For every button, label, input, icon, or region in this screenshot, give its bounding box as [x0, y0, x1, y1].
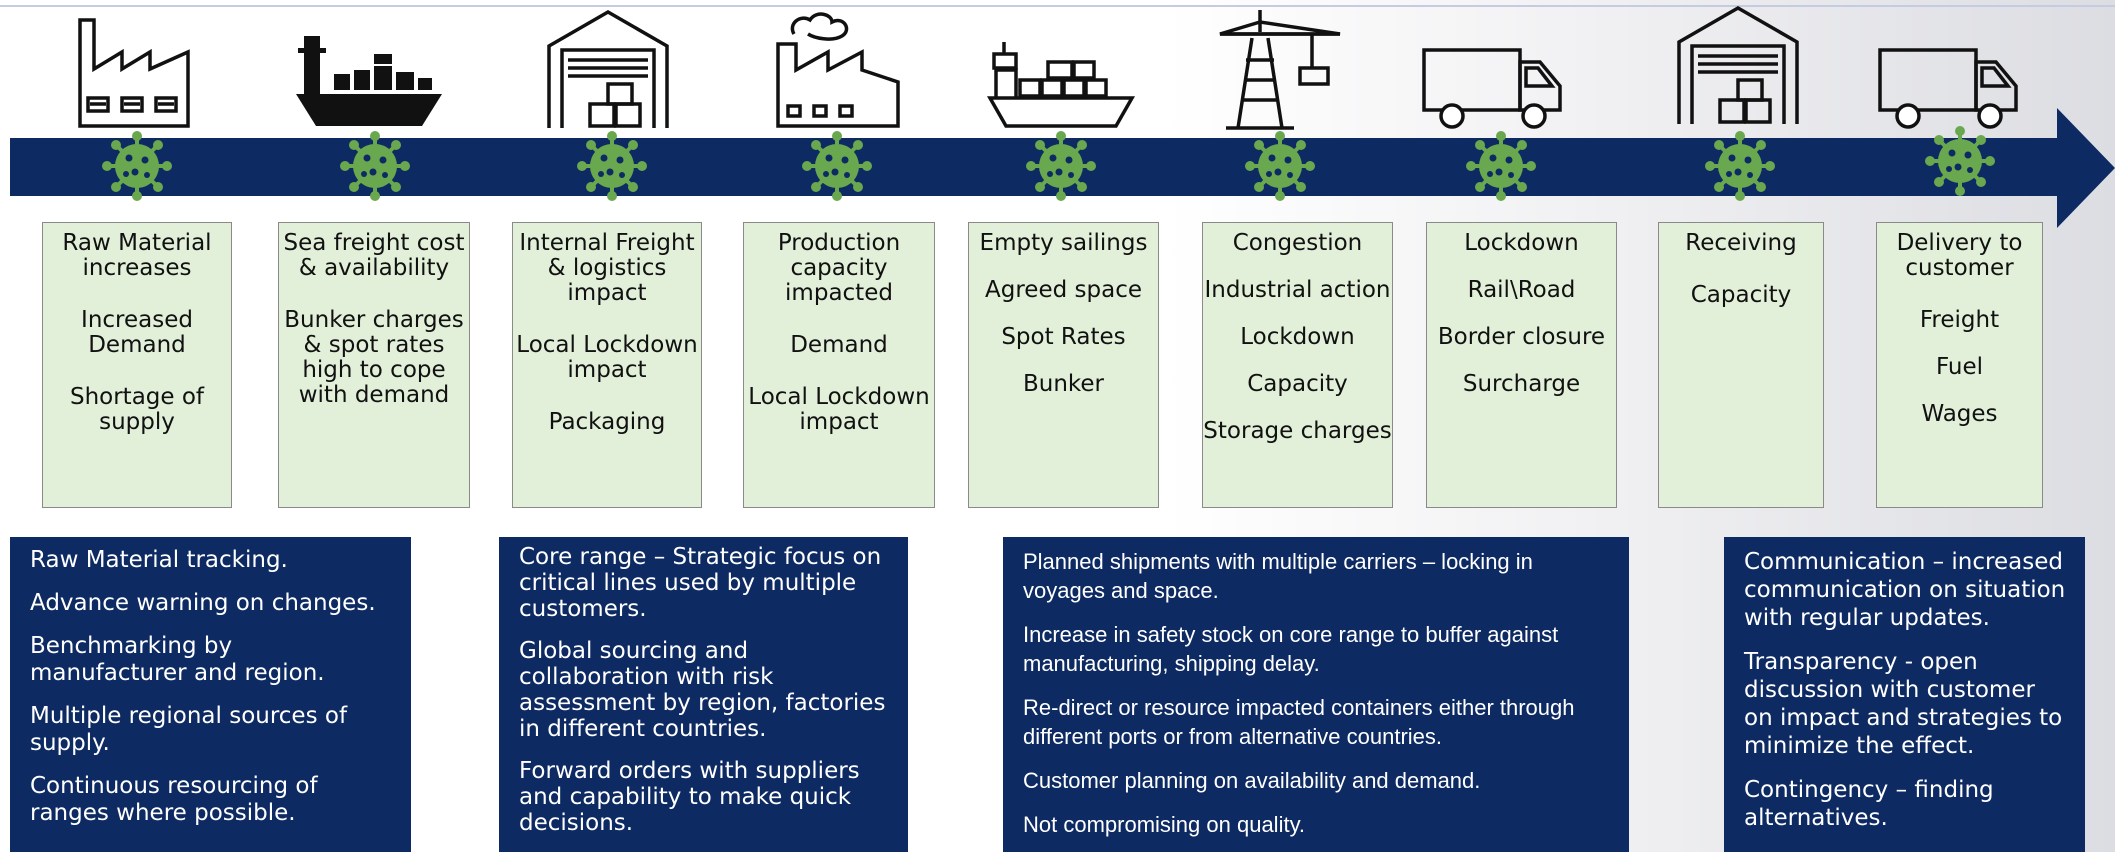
- virus-icon: [1925, 126, 1995, 196]
- stage-text: Fuel: [1935, 354, 1984, 380]
- stage-text: Bunker: [1022, 371, 1105, 397]
- action-text: Multiple regional sources of supply.: [30, 703, 348, 756]
- virus-icon: [802, 131, 872, 201]
- stage-text: Increased Demand: [81, 307, 193, 358]
- action-box-communication: Communication – increased communication …: [1724, 537, 2085, 852]
- stage-text: Delivery to customer: [1896, 230, 2023, 281]
- top-divider-line: [0, 5, 2115, 7]
- action-text: Benchmarking by manufacturer and region.: [30, 633, 325, 686]
- virus-icon: [577, 131, 647, 201]
- stage-box-empty-sailings: Empty sailings Agreed space Spot Rates B…: [968, 222, 1159, 508]
- stage-text: Border closure: [1437, 324, 1606, 350]
- stage-text: Local Lockdown impact: [748, 384, 930, 435]
- action-text: Global sourcing and collaboration with r…: [519, 638, 886, 742]
- stage-text: Rail\Road: [1467, 277, 1576, 303]
- truck-icon: [1422, 46, 1564, 130]
- stage-text: Packaging: [548, 409, 666, 435]
- action-box-core-range: Core range – Strategic focus on critical…: [499, 537, 908, 852]
- action-text: Forward orders with suppliers and capabi…: [519, 758, 860, 836]
- action-text: Not compromising on quality.: [1023, 812, 1306, 837]
- stage-text: Industrial action: [1204, 277, 1391, 303]
- action-text: Contingency – finding alternatives.: [1744, 777, 1994, 831]
- stage-text: Agreed space: [985, 277, 1142, 303]
- action-text: Re-direct or resource impacted container…: [1023, 695, 1575, 749]
- virus-icon: [1026, 131, 1096, 201]
- cargo-ship-icon: [294, 30, 444, 130]
- stage-box-sea-freight: Sea freight cost & availability Bunker c…: [278, 222, 470, 508]
- stage-box-congestion: Congestion Industrial action Lockdown Ca…: [1202, 222, 1393, 508]
- virus-icon: [1245, 131, 1315, 201]
- stage-box-delivery: Delivery to customer Freight Fuel Wages: [1876, 222, 2043, 508]
- stage-text: Sea freight cost & availability: [283, 230, 465, 281]
- virus-icon: [340, 131, 410, 201]
- virus-icon: [102, 131, 172, 201]
- truck-icon: [1878, 46, 2020, 130]
- stage-box-lockdown: Lockdown Rail\Road Border closure Surcha…: [1426, 222, 1617, 508]
- stage-text: Receiving: [1685, 230, 1797, 256]
- stage-text: Freight: [1919, 307, 2000, 333]
- action-text: Advance warning on changes.: [30, 590, 376, 616]
- stage-box-production: Production capacity impacted Demand Loca…: [743, 222, 935, 508]
- factory-smoke-icon: [774, 8, 902, 130]
- action-text: Planned shipments with multiple carriers…: [1023, 549, 1533, 603]
- factory-icon: [74, 14, 194, 130]
- stage-box-receiving: Receiving Capacity: [1658, 222, 1824, 508]
- virus-icon: [1466, 131, 1536, 201]
- stage-text: Empty sailings: [979, 230, 1148, 256]
- stage-text: Lockdown: [1464, 230, 1579, 256]
- stage-text: Internal Freight & logistics impact: [519, 230, 695, 306]
- stage-text: Shortage of supply: [69, 384, 205, 435]
- stage-text: Raw Material increases: [62, 230, 212, 281]
- stage-text: Lockdown: [1240, 324, 1355, 350]
- action-text: Core range – Strategic focus on critical…: [519, 544, 882, 622]
- stage-text: Local Lockdown impact: [516, 332, 698, 383]
- virus-icon: [1705, 131, 1775, 201]
- warehouse-icon: [546, 8, 670, 132]
- stage-text: Storage charges: [1203, 418, 1392, 444]
- stage-box-internal-freight: Internal Freight & logistics impact Loca…: [512, 222, 702, 508]
- stage-box-raw-material: Raw Material increases Increased Demand …: [42, 222, 232, 508]
- action-text: Continuous resourcing of ranges where po…: [30, 773, 318, 826]
- action-text: Transparency - open discussion with cust…: [1744, 649, 2063, 759]
- action-text: Raw Material tracking.: [30, 547, 288, 573]
- stage-text: Demand: [790, 332, 888, 358]
- stage-text: Wages: [1921, 401, 1998, 427]
- action-text: Customer planning on availability and de…: [1023, 768, 1481, 793]
- port-crane-icon: [1216, 8, 1346, 132]
- stage-text: Spot Rates: [1001, 324, 1126, 350]
- action-box-shipments: Planned shipments with multiple carriers…: [1003, 537, 1629, 852]
- stage-text: Capacity: [1247, 371, 1348, 397]
- action-text: Increase in safety stock on core range t…: [1023, 622, 1559, 676]
- action-text: Communication – increased communication …: [1744, 549, 2066, 631]
- warehouse-icon: [1676, 4, 1800, 128]
- action-box-sourcing: Raw Material tracking. Advance warning o…: [10, 537, 411, 852]
- stage-text: Production capacity impacted: [777, 230, 901, 306]
- container-ship-icon: [986, 40, 1136, 132]
- stage-text: Bunker charges & spot rates high to cope…: [284, 307, 464, 408]
- stage-text: Capacity: [1690, 282, 1792, 308]
- stage-text: Congestion: [1232, 230, 1363, 256]
- stage-text: Surcharge: [1462, 371, 1581, 397]
